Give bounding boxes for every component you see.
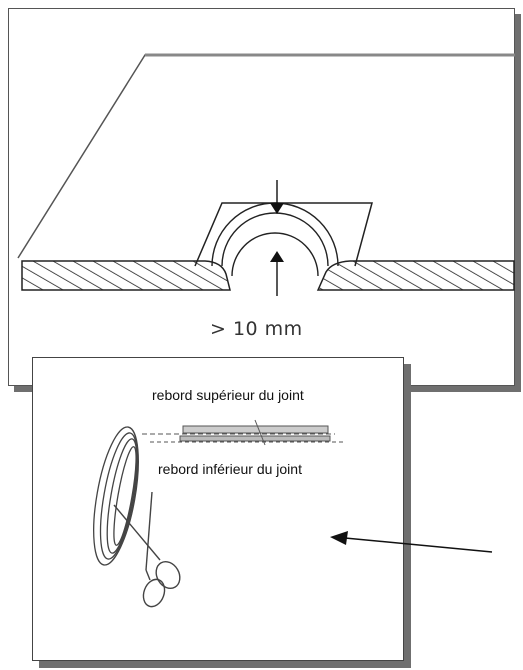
cross-section-panel	[8, 8, 515, 386]
dimension-arrow-bottom	[270, 251, 284, 262]
dimension-label: > 10 mm	[210, 318, 303, 340]
tape-roll-icon	[93, 426, 139, 566]
scissors-icon	[113, 491, 181, 608]
tape-instructions-panel	[32, 357, 404, 661]
base-left-hatched	[21, 260, 231, 291]
seal-profile	[194, 202, 373, 267]
lower-edge-caption: rebord inférieur du joint	[158, 461, 302, 477]
pointer-arrow-icon	[344, 537, 493, 553]
pointer-arrowhead	[330, 531, 348, 545]
bend-mid-arc	[221, 212, 329, 267]
seal-strip	[142, 419, 345, 446]
bend-inner-arc	[231, 232, 319, 277]
upper-edge-caption: rebord supérieur du joint	[152, 387, 304, 403]
dimension-arrow-top	[270, 203, 284, 214]
